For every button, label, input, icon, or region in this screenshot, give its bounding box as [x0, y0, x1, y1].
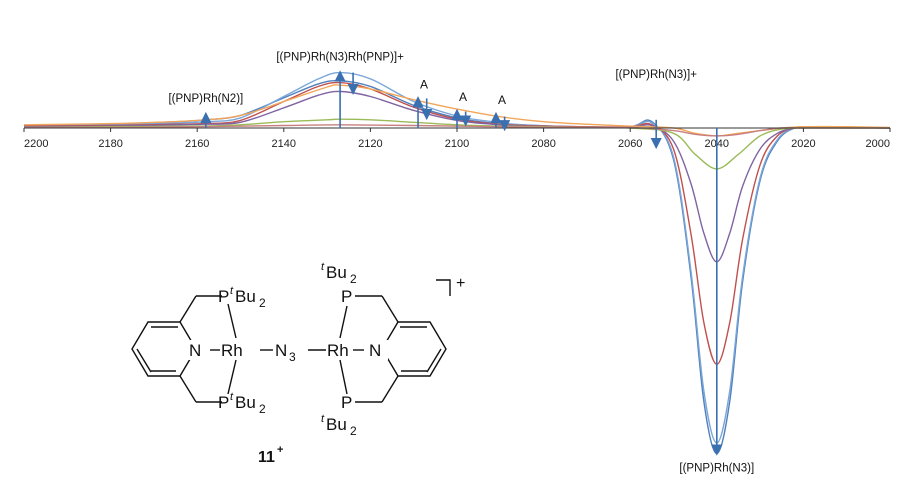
- atom-p-right-bottom: P: [341, 393, 352, 412]
- atom-rh-left: Rh: [221, 341, 243, 360]
- atom-bu-upper-left: Bu: [235, 287, 256, 306]
- n3-subscript: 3: [289, 350, 296, 364]
- atom-n-right: N: [369, 341, 381, 360]
- atom-bu-right-top: Bu: [326, 263, 347, 282]
- x-tick-label-2080: 2080: [531, 138, 555, 150]
- spectrum-curves: [23, 71, 891, 455]
- charge-bracket: [436, 279, 451, 296]
- annotation-label-pnp-rh-n3-plus: [(PNP)Rh(N3)]+: [615, 69, 697, 81]
- tbu-subscript-upper-left: 2: [259, 296, 266, 310]
- tbu-t-superscript-lower: t: [230, 391, 234, 403]
- annotation-label-dimer: [(PNP)Rh(N3)Rh(PNP)]+: [276, 52, 404, 64]
- atom-n-left: N: [189, 341, 201, 360]
- annotation-label-a2: A: [459, 90, 467, 104]
- x-tick-label-2120: 2120: [358, 138, 382, 150]
- x-tick-label-2100: 2100: [445, 138, 469, 150]
- atom-n3: N: [275, 341, 287, 360]
- tbu-subscript-right-top: 2: [350, 272, 357, 286]
- annotation-arrows: [(PNP)Rh(N2)] [(PNP)Rh(N3)Rh(PNP)]+ A A A [(P…: [168, 52, 754, 475]
- x-tick-label-2020: 2020: [791, 138, 815, 150]
- tbu-t-superscript-right-bottom: t: [321, 413, 325, 425]
- annotation-label-pnp-rh-n3: [(PNP)Rh(N3)]: [679, 463, 754, 475]
- right-pyridine-ring: [381, 321, 447, 377]
- atom-bu-right-bottom: Bu: [326, 415, 347, 434]
- x-tick-label-2140: 2140: [272, 138, 296, 150]
- atom-bu-lower-left: Bu: [235, 393, 256, 412]
- x-tick-label-2180: 2180: [98, 138, 122, 150]
- tbu-t-superscript-right-top: t: [321, 261, 325, 273]
- atom-p-right-top: P: [341, 287, 352, 306]
- compound-number: 11: [258, 449, 275, 466]
- x-tick-label-2060: 2060: [618, 138, 642, 150]
- annotation-label-pnp-rh-n2: [(PNP)Rh(N2)]: [168, 93, 243, 105]
- tbu-t-superscript: t: [230, 285, 234, 297]
- structure-bonds: [131, 279, 451, 403]
- x-tick-label-2200: 2200: [24, 138, 48, 150]
- atom-p-upper-left: P: [218, 287, 229, 306]
- atom-p-lower-left: P: [218, 393, 229, 412]
- tbu-subscript-lower-left: 2: [259, 402, 266, 416]
- compound-number-charge: +: [277, 444, 283, 456]
- x-tick-label-2160: 2160: [185, 138, 209, 150]
- atom-rh-right: Rh: [327, 341, 349, 360]
- tbu-subscript-right-bottom: 2: [350, 424, 357, 438]
- annotation-label-a3: A: [498, 93, 506, 107]
- annotation-label-a1: A: [420, 77, 428, 91]
- x-tick-label-2000: 2000: [866, 138, 890, 150]
- complex-charge: +: [456, 275, 465, 292]
